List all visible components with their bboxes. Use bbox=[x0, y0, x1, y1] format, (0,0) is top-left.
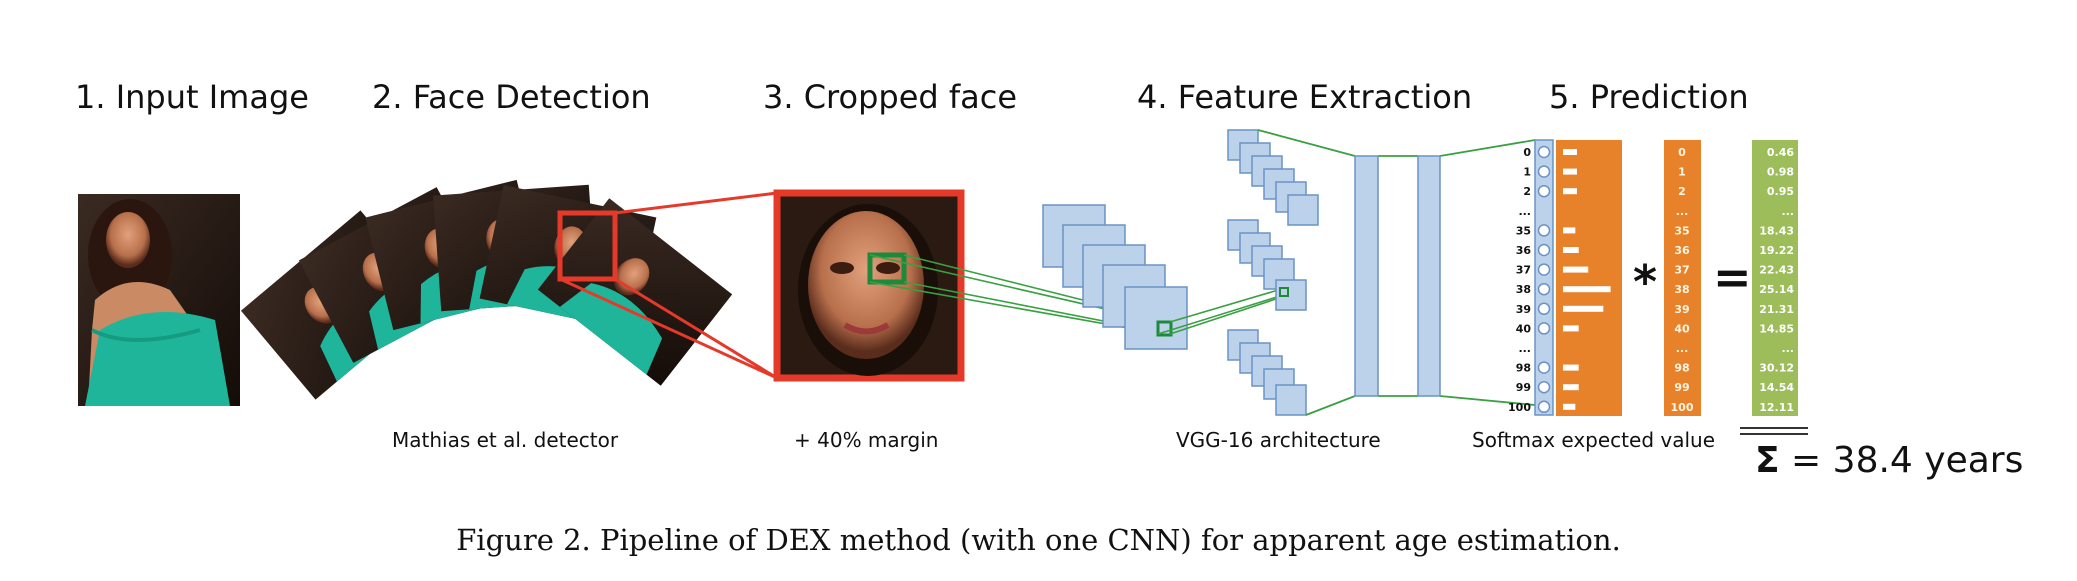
product-value: 21.31 bbox=[1759, 303, 1794, 316]
result-equals: = bbox=[1791, 440, 1821, 481]
product-value: 14.54 bbox=[1759, 381, 1794, 394]
product-value: 12.11 bbox=[1759, 401, 1794, 414]
age-value: 38 bbox=[1674, 283, 1689, 296]
probability-bar bbox=[1563, 286, 1611, 292]
softmax-node bbox=[1539, 303, 1550, 314]
fc-layer-1 bbox=[1355, 156, 1378, 396]
sigma-symbol: Σ bbox=[1755, 440, 1780, 481]
age-value: 100 bbox=[1671, 401, 1694, 414]
softmax-node bbox=[1539, 225, 1550, 236]
age-label: ... bbox=[1518, 205, 1531, 218]
result-value: 38.4 years bbox=[1833, 440, 2024, 481]
probability-bar bbox=[1563, 365, 1579, 371]
softmax-node bbox=[1539, 166, 1550, 177]
fc-layer-2 bbox=[1418, 156, 1440, 396]
multiply-operator: * bbox=[1633, 255, 1657, 309]
age-label: 0 bbox=[1523, 146, 1531, 159]
softmax-node bbox=[1539, 362, 1550, 373]
probability-bar bbox=[1563, 325, 1579, 331]
age-value: ... bbox=[1676, 342, 1689, 355]
product-value: 18.43 bbox=[1759, 224, 1794, 237]
figure-caption: Figure 2. Pipeline of DEX method (with o… bbox=[0, 523, 2077, 557]
age-value: 1 bbox=[1678, 166, 1686, 179]
age-label: 35 bbox=[1516, 224, 1531, 237]
softmax-node bbox=[1539, 186, 1550, 197]
softmax-node bbox=[1539, 382, 1550, 393]
product-value: 19.22 bbox=[1759, 244, 1794, 257]
age-value: 36 bbox=[1674, 244, 1690, 257]
age-value: 39 bbox=[1674, 303, 1689, 316]
age-label: 37 bbox=[1516, 264, 1531, 277]
probability-bar bbox=[1563, 247, 1579, 253]
age-label: 1 bbox=[1523, 166, 1531, 179]
probability-bar bbox=[1563, 149, 1577, 155]
age-label: 39 bbox=[1516, 303, 1531, 316]
product-value: ... bbox=[1781, 342, 1794, 355]
age-value: 40 bbox=[1674, 322, 1690, 335]
age-value: 98 bbox=[1674, 362, 1689, 375]
probability-column bbox=[1556, 140, 1622, 416]
product-value: 0.98 bbox=[1767, 166, 1794, 179]
age-value: 99 bbox=[1674, 381, 1689, 394]
probability-bar bbox=[1563, 267, 1588, 273]
product-value: 30.12 bbox=[1759, 362, 1794, 375]
softmax-node bbox=[1539, 264, 1550, 275]
age-value: 37 bbox=[1674, 264, 1689, 277]
probability-bar bbox=[1563, 227, 1575, 233]
age-value: ... bbox=[1676, 205, 1689, 218]
equals-operator: = bbox=[1713, 250, 1752, 304]
conv-stack-2 bbox=[1228, 130, 1318, 415]
product-value: 25.14 bbox=[1759, 283, 1794, 296]
product-value: 0.46 bbox=[1767, 146, 1794, 159]
result-sum: Σ = 38.4 years bbox=[1755, 440, 2023, 481]
softmax-node bbox=[1539, 401, 1550, 412]
cropped-face bbox=[777, 193, 961, 378]
softmax-node bbox=[1539, 284, 1550, 295]
age-label: ... bbox=[1518, 342, 1531, 355]
age-label: 98 bbox=[1516, 362, 1531, 375]
probability-bar bbox=[1563, 188, 1577, 194]
softmax-node bbox=[1539, 147, 1550, 158]
softmax-node bbox=[1539, 323, 1550, 334]
probability-bar bbox=[1563, 169, 1577, 175]
age-value: 35 bbox=[1674, 224, 1689, 237]
probability-bar bbox=[1563, 404, 1575, 410]
face-detection-stack bbox=[241, 180, 732, 400]
age-label: 40 bbox=[1516, 322, 1532, 335]
conv-stack-1 bbox=[1043, 205, 1187, 349]
age-label: 2 bbox=[1523, 185, 1531, 198]
probability-bar bbox=[1563, 384, 1579, 390]
age-value: 0 bbox=[1678, 146, 1686, 159]
age-value: 2 bbox=[1678, 185, 1686, 198]
input-image bbox=[78, 194, 240, 406]
product-value: 0.95 bbox=[1767, 185, 1794, 198]
product-value: ... bbox=[1781, 205, 1794, 218]
softmax-node bbox=[1539, 245, 1550, 256]
product-value: 14.85 bbox=[1759, 322, 1794, 335]
age-label: 38 bbox=[1516, 283, 1531, 296]
age-label: 36 bbox=[1516, 244, 1532, 257]
age-label: 100 bbox=[1508, 401, 1531, 414]
age-label: 99 bbox=[1516, 381, 1531, 394]
probability-bar bbox=[1563, 306, 1603, 312]
product-value: 22.43 bbox=[1759, 264, 1794, 277]
